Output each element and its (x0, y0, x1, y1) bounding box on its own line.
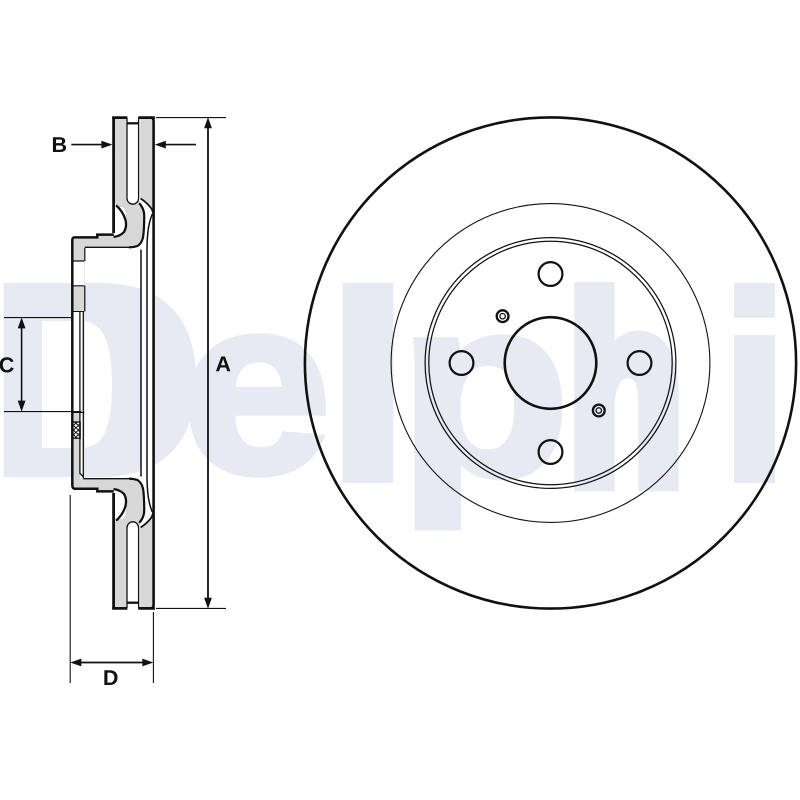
svg-text:p: p (399, 247, 570, 530)
svg-text:h: h (569, 247, 683, 538)
svg-text:l: l (326, 240, 411, 535)
svg-text:e: e (182, 246, 331, 525)
svg-text:i: i (720, 240, 788, 537)
